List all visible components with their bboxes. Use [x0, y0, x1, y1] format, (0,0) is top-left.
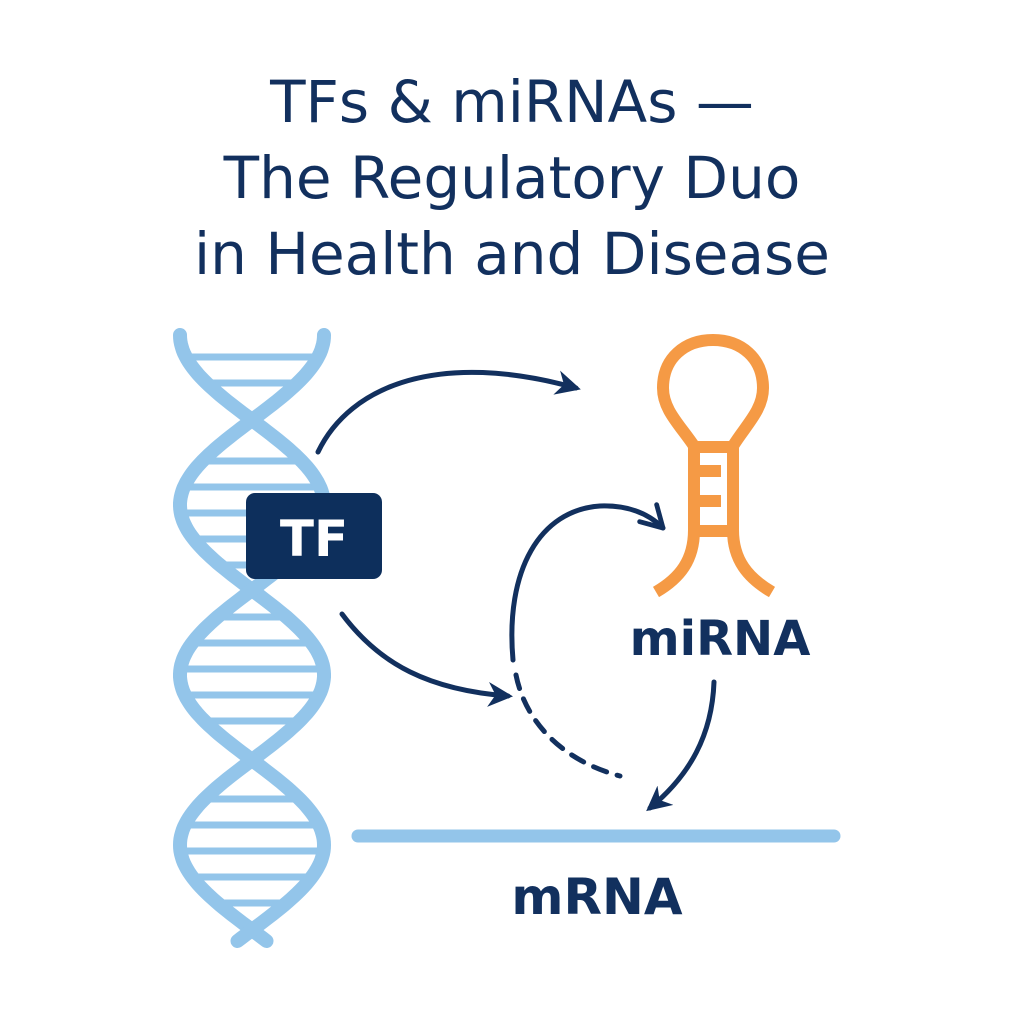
title-line-1: TFs & miRNAs —	[270, 68, 754, 136]
diagram-title: TFs & miRNAs — The Regulatory Duo in Hea…	[0, 64, 1024, 292]
arrow-tf-to-mirna	[315, 369, 581, 455]
dna-helix-icon	[172, 328, 332, 948]
tf-label: TF	[280, 510, 348, 568]
dna-strand-2	[173, 328, 332, 948]
dna-strand-1	[172, 328, 331, 948]
arrow-mirna-to-mrna	[646, 679, 717, 812]
mirna-hairpin-icon	[652, 334, 776, 598]
arrow-loop-to-mirna	[509, 502, 666, 663]
arrow-tf-to-target	[339, 611, 513, 707]
tf-box: TF	[246, 493, 382, 579]
title-line-2: The Regulatory Duo	[223, 144, 801, 212]
title-line-3: in Health and Disease	[194, 220, 830, 288]
mrna-label: mRNA	[511, 868, 682, 926]
arrow-dashed-inhibition	[513, 672, 623, 779]
mirna-label: miRNA	[630, 611, 811, 667]
